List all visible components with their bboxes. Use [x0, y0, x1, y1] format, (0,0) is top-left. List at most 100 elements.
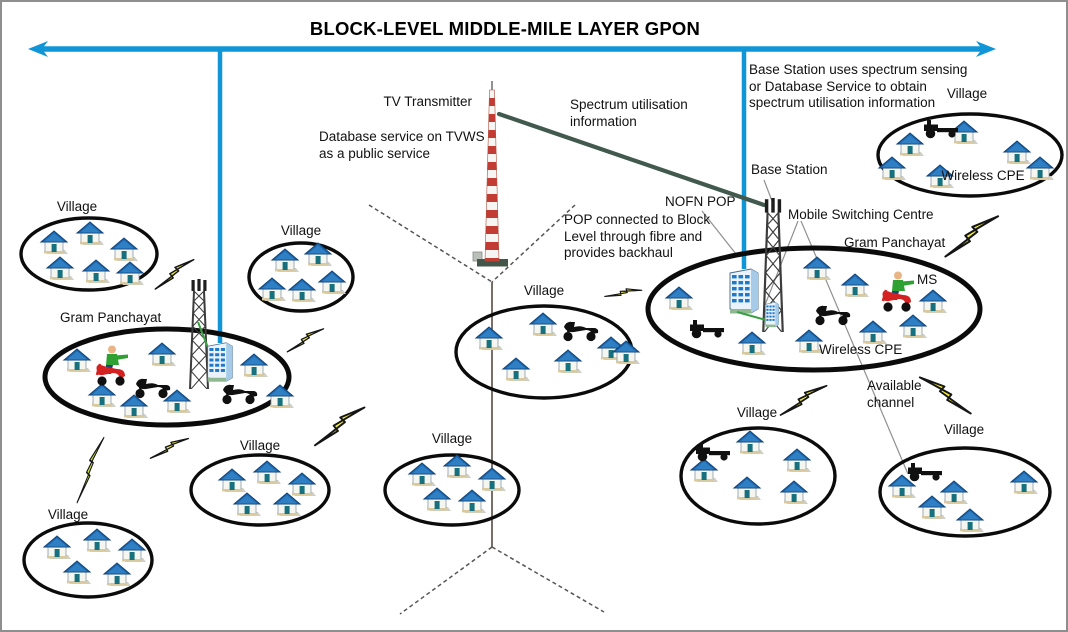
gram-panchayat-label-right: Gram Panchayat — [844, 235, 946, 250]
village-label-central-bottom: Village — [431, 431, 473, 446]
scooter-icon — [562, 320, 600, 342]
house-icon — [733, 476, 762, 501]
house-icon — [82, 259, 111, 284]
gpon-backbone-arrow — [28, 41, 996, 57]
village-label-left-2: Village — [280, 223, 322, 238]
house-icon — [529, 312, 558, 337]
house-icon — [240, 353, 269, 378]
cable-line — [197, 321, 209, 349]
house-icon — [878, 156, 907, 181]
village-ellipse-central-bottom — [383, 453, 521, 527]
house-icon — [940, 480, 969, 505]
house-icon — [163, 389, 192, 414]
village-ellipse-top-left — [19, 216, 159, 292]
house-icon — [103, 562, 132, 587]
village-label-top-right: Village — [946, 86, 988, 101]
spectrum-utilisation-note: Spectrum utilisation information — [570, 97, 688, 129]
house-icon — [318, 270, 347, 295]
village-label-bottom-mid: Village — [736, 405, 778, 420]
house-icon — [273, 492, 302, 517]
house-icon — [120, 394, 149, 419]
house-icon — [899, 314, 928, 339]
house-icon — [736, 430, 765, 455]
cable-line — [736, 311, 767, 321]
house-icon — [1010, 470, 1039, 495]
house-icon — [83, 528, 112, 553]
house-icon — [288, 278, 317, 303]
house-icon — [148, 342, 177, 367]
base-station-leader-line — [763, 179, 773, 202]
house-icon — [40, 230, 69, 255]
house-icon — [253, 460, 282, 485]
house-icon — [859, 320, 888, 345]
house-icon — [46, 256, 75, 281]
house-icon — [271, 248, 300, 273]
mobile-station-icon — [95, 344, 130, 387]
house-icon — [475, 326, 504, 351]
house-icon — [690, 458, 719, 483]
village-ellipse-top-right — [876, 112, 1064, 198]
pop-building-icon — [207, 342, 233, 383]
wireless-link-lightning-icon — [313, 394, 366, 459]
tractor-icon — [690, 320, 724, 339]
village-ellipse-bottom-left — [22, 521, 154, 599]
tractor-icon — [924, 120, 958, 139]
village-ellipse-bottom-mid — [679, 426, 837, 526]
tractor-icon — [696, 443, 730, 462]
mobile-switching-centre-label: Mobile Switching Centre — [788, 207, 934, 222]
scooter-icon — [134, 377, 172, 399]
house-icon — [63, 560, 92, 585]
house-icon — [443, 454, 472, 479]
scooter-icon — [814, 304, 852, 326]
guy-wire-right — [491, 204, 576, 283]
house-icon — [1003, 140, 1032, 165]
house-icon — [76, 221, 105, 246]
village-label-bottom-left: Village — [47, 507, 89, 522]
village-label-bottom-right: Village — [943, 422, 985, 437]
house-icon — [478, 467, 507, 492]
house-icon — [738, 331, 767, 356]
village-label-mid-left: Village — [239, 438, 281, 453]
house-icon — [458, 489, 487, 514]
house-icon — [896, 132, 925, 157]
wireless-link-lightning-icon — [149, 427, 190, 470]
village-ellipse-left-2 — [247, 241, 355, 313]
base-station-label: Base Station — [751, 162, 828, 177]
village-label-central: Village — [523, 283, 565, 298]
wireless-link-lightning-icon — [918, 363, 972, 428]
msc-structure-icon — [765, 301, 779, 328]
wireless-link-lightning-icon — [76, 434, 105, 507]
pop-backhaul-note: POP connected to Block Level through fib… — [564, 212, 711, 261]
nofn-pop-label: NOFN POP — [665, 194, 736, 209]
base-station-tower-icon — [189, 279, 209, 389]
wireless-link-lightning-icon — [604, 277, 643, 310]
tractor-icon — [908, 463, 942, 482]
gram-panchayat-ellipse-left — [42, 326, 292, 428]
house-icon — [258, 277, 287, 302]
house-icon — [841, 273, 870, 298]
base-station-note: Base Station uses spectrum sensing or Da… — [749, 62, 968, 111]
house-icon — [918, 495, 947, 520]
house-icon — [43, 535, 72, 560]
wireless-link-lightning-icon — [286, 318, 325, 362]
wireless-link-lightning-icon — [154, 249, 195, 300]
wireless-cpe-label-top-right: Wireless CPE — [941, 168, 1025, 183]
village-ellipse-bottom-right — [878, 446, 1052, 538]
house-icon — [110, 237, 139, 262]
wireless-cpe-label-right-gp: Wireless CPE — [819, 342, 903, 357]
house-icon — [88, 383, 117, 408]
tv-transmitter-label: TV Transmitter — [383, 94, 472, 109]
mobile-station-icon — [881, 270, 916, 313]
house-icon — [63, 348, 92, 373]
database-service-note: Database service on TVWS as a public ser… — [319, 129, 485, 161]
diagram-title: BLOCK-LEVEL MIDDLE-MILE LAYER GPON — [309, 18, 701, 39]
house-icon — [502, 357, 531, 382]
available-channel-label: Available channel — [867, 378, 922, 410]
pop-building-icon — [729, 268, 759, 314]
guy-wire-left — [368, 204, 493, 283]
msc-leader-line — [764, 220, 799, 306]
gram-panchayat-label-left: Gram Panchayat — [60, 310, 162, 325]
nofn-pop-leader-line — [701, 210, 737, 255]
house-icon — [118, 538, 147, 563]
